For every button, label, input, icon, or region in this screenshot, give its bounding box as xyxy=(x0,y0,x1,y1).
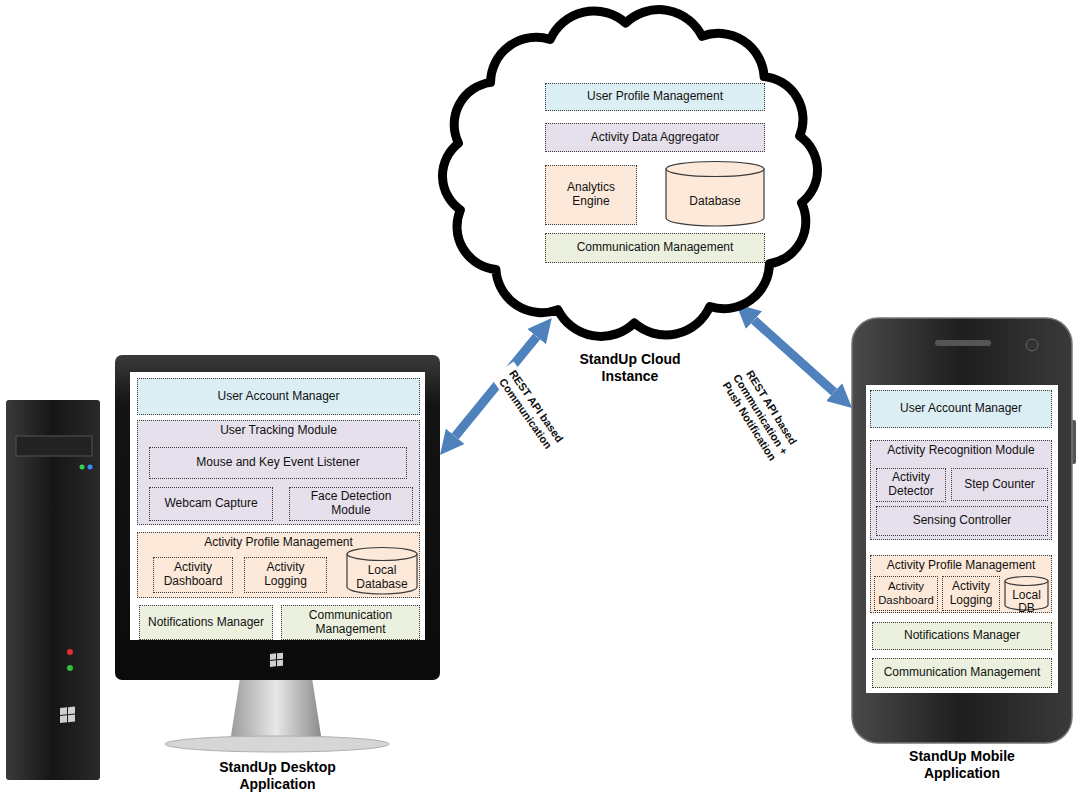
module-title: User Tracking Module xyxy=(138,424,419,438)
application-caption: StandUp Cloud Instance xyxy=(565,351,695,385)
database-cylinder: Local Database xyxy=(346,547,418,595)
module-group: User Tracking ModuleMouse and Key Event … xyxy=(137,420,420,525)
led xyxy=(80,465,85,470)
monitor-bezel xyxy=(115,355,440,680)
component-label: Mouse and Key Event Listener xyxy=(153,456,403,470)
application-caption: StandUp Mobile Application xyxy=(887,748,1037,782)
component-label: Communication Management xyxy=(285,609,416,637)
component-label: User Account Manager xyxy=(874,402,1048,416)
component-label: Local Database xyxy=(349,564,415,592)
monitor xyxy=(115,355,440,752)
component-box: Sensing Controller xyxy=(876,506,1048,536)
component-label: Activity Logging xyxy=(946,580,996,608)
cylinder-top xyxy=(666,162,764,177)
component-label: Communication Management xyxy=(549,241,761,255)
component-box: Step Counter xyxy=(951,468,1048,501)
component-box: Activity Logging xyxy=(942,576,1000,611)
component-label: Sensing Controller xyxy=(880,514,1044,528)
phone-screen xyxy=(866,385,1058,693)
os-logo xyxy=(270,653,283,667)
monitor-base xyxy=(165,736,389,752)
component-box: Mouse and Key Event Listener xyxy=(149,447,407,479)
connector-label: REST API based Communication + Push Noti… xyxy=(715,360,805,470)
component-box: Activity Dashboard xyxy=(874,576,938,611)
component-label: Webcam Capture xyxy=(153,497,269,511)
led xyxy=(67,649,73,655)
component-label: Activity Detector xyxy=(880,471,942,499)
component-label: Analytics Engine xyxy=(549,181,633,209)
drive-bay xyxy=(16,436,92,456)
component-box: Activity Data Aggregator xyxy=(545,123,765,152)
phone-speaker xyxy=(935,340,991,346)
component-label: User Profile Management xyxy=(549,90,761,104)
module-title: Activity Recognition Module xyxy=(871,444,1051,458)
led xyxy=(67,665,73,671)
component-label: Communication Management xyxy=(876,666,1048,680)
component-box: Analytics Engine xyxy=(545,165,637,225)
cylinder-top xyxy=(347,548,417,561)
component-box: User Profile Management xyxy=(545,83,765,111)
monitor-screen xyxy=(130,372,425,640)
module-group: Activity Recognition ModuleActivity Dete… xyxy=(870,440,1052,540)
tower-pc xyxy=(6,400,100,780)
component-box: Communication Management xyxy=(872,658,1052,688)
led xyxy=(88,465,93,470)
cloud-shape xyxy=(443,10,818,337)
phone-camera xyxy=(1026,339,1038,351)
device-application: User Account ManagerUser Tracking Module… xyxy=(115,355,440,655)
database-cylinder: Local DB xyxy=(1004,576,1049,620)
component-label: Activity Dashboard xyxy=(878,580,934,606)
component-box: Activity Dashboard xyxy=(153,557,233,593)
module-group: Activity Profile ManagementActivity Dash… xyxy=(870,555,1052,613)
component-label: Local DB xyxy=(1007,589,1046,617)
component-box: Webcam Capture xyxy=(149,487,273,521)
component-label: Activity Dashboard xyxy=(157,561,229,589)
phone xyxy=(852,318,1076,743)
component-label: Notifications Manager xyxy=(143,616,269,630)
connector-arrow xyxy=(754,320,834,392)
component-label: Notifications Manager xyxy=(876,629,1048,643)
component-box: Notifications Manager xyxy=(872,622,1052,650)
component-box: User Account Manager xyxy=(137,378,420,415)
database-cylinder: Database xyxy=(665,161,765,227)
component-label: Activity Logging xyxy=(248,561,323,589)
cloud-region: User Profile ManagementActivity Data Agg… xyxy=(440,5,820,345)
connector-label: REST API based Communication xyxy=(490,361,570,458)
module-title: Activity Profile Management xyxy=(871,559,1051,573)
phone-body xyxy=(852,318,1072,743)
cylinder-body xyxy=(666,169,764,226)
device-application: User Account ManagerActivity Recognition… xyxy=(852,318,1072,743)
tower-case xyxy=(6,400,100,780)
cylinder-top xyxy=(1005,577,1048,586)
component-label: Database xyxy=(668,195,762,209)
component-label: User Account Manager xyxy=(141,390,416,404)
component-label: Activity Data Aggregator xyxy=(549,131,761,145)
component-box: Activity Logging xyxy=(244,557,327,593)
component-box: Notifications Manager xyxy=(139,605,273,640)
monitor-neck xyxy=(230,678,322,742)
component-label: Face Detection Module xyxy=(293,490,409,518)
component-box: Face Detection Module xyxy=(289,487,413,521)
os-logo xyxy=(60,706,75,723)
component-box: User Account Manager xyxy=(870,390,1052,428)
component-box: Communication Management xyxy=(545,233,765,263)
component-box: Communication Management xyxy=(281,605,420,640)
component-box: Activity Detector xyxy=(876,468,946,502)
component-label: Step Counter xyxy=(955,478,1044,492)
application-caption: StandUp Desktop Application xyxy=(198,759,358,793)
module-group: Activity Profile ManagementActivity Dash… xyxy=(137,532,420,598)
